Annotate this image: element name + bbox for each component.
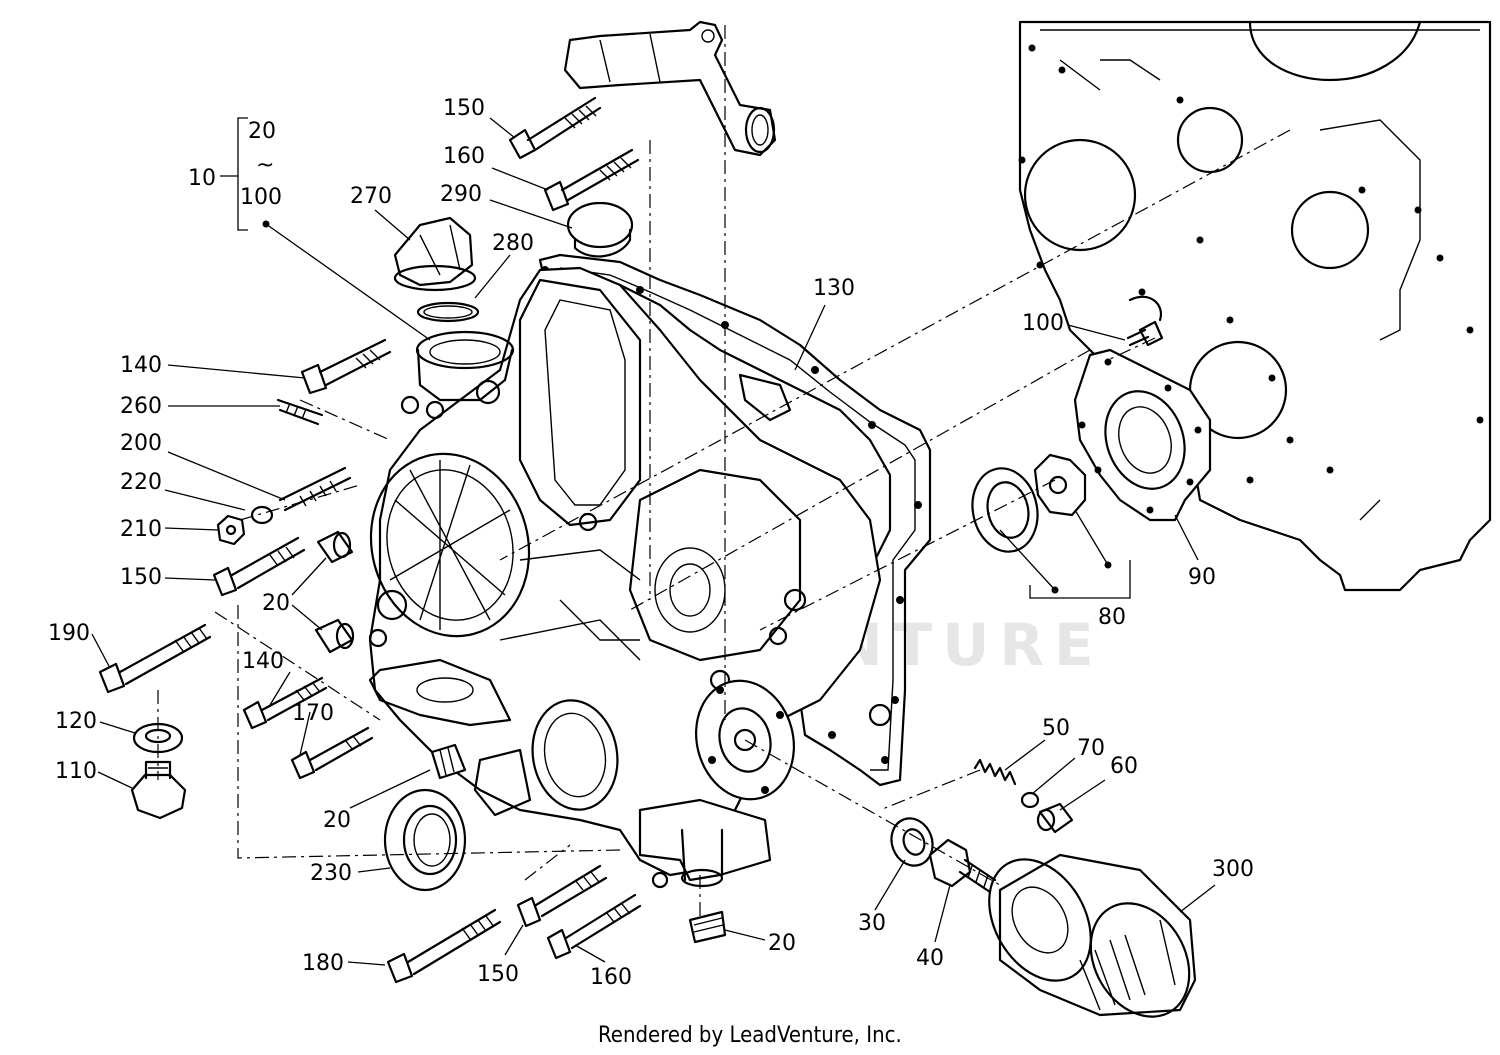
callout-110: 110 <box>55 759 97 784</box>
screw-100 <box>1126 320 1164 347</box>
callout-160-top: 160 <box>443 144 485 169</box>
bolt-160-top <box>543 148 640 212</box>
callout-200: 200 <box>120 431 162 456</box>
callout-20-left: 20 <box>262 591 290 616</box>
bolt-140-lower <box>242 676 328 730</box>
callout-280: 280 <box>492 231 534 256</box>
callout-70: 70 <box>1077 736 1105 761</box>
plug-20-mid <box>430 743 467 780</box>
bolt-150-left <box>212 536 306 597</box>
callout-190: 190 <box>48 621 90 646</box>
bolt-140-left <box>300 338 392 395</box>
oil-filler-cap <box>393 216 477 292</box>
oil-seal-230 <box>383 788 467 892</box>
washer-220 <box>250 505 274 525</box>
engine-back-plate <box>1018 20 1492 592</box>
callout-130: 130 <box>813 276 855 301</box>
oil-pump-cover <box>1073 348 1212 522</box>
bolt-150-top <box>508 96 602 160</box>
callout-100-top: 100 <box>240 185 282 210</box>
plug-20-lower <box>314 618 355 654</box>
bolt-170 <box>290 726 374 780</box>
callout-170: 170 <box>292 701 334 726</box>
callout-270: 270 <box>350 184 392 209</box>
bolt-190 <box>98 623 212 694</box>
vent-panel <box>369 452 531 638</box>
callout-labels: 20 ~ 100 10 150 160 270 290 280 130 100 … <box>48 96 1254 990</box>
stud-200 <box>278 466 352 512</box>
callout-20-mid: 20 <box>323 808 351 833</box>
callout-290: 290 <box>440 182 482 207</box>
bolt-160-bottom <box>546 893 642 960</box>
footer-credit: Rendered by LeadVenture, Inc. <box>598 1023 902 1048</box>
oil-filter-300 <box>988 853 1197 1018</box>
callout-140-lower: 140 <box>242 649 284 674</box>
relief-ball <box>1020 791 1040 809</box>
water-outlet-pipe <box>563 20 777 157</box>
callout-150-bottom: 150 <box>477 962 519 987</box>
o-ring <box>416 301 480 323</box>
callout-150-top: 150 <box>443 96 485 121</box>
oil-pump-outer-rotor <box>971 467 1039 553</box>
callout-300: 300 <box>1212 857 1254 882</box>
plug-cap <box>566 201 634 258</box>
drain-plug-110 <box>130 760 187 820</box>
callout-230: 230 <box>310 861 352 886</box>
plug-20-upper <box>316 530 354 564</box>
relief-spring <box>973 758 1017 786</box>
callout-100-right: 100 <box>1022 311 1064 336</box>
stud-260 <box>276 398 324 426</box>
callout-180: 180 <box>302 951 344 976</box>
callout-20-bottom: 20 <box>768 931 796 956</box>
callout-150-left: 150 <box>120 565 162 590</box>
callout-10: 10 <box>188 166 216 191</box>
assembly-lines <box>157 25 1291 920</box>
plug-20-bottom <box>688 910 727 944</box>
leader-lines <box>91 117 1216 966</box>
callout-90: 90 <box>1188 565 1216 590</box>
callout-160-bottom: 160 <box>590 965 632 990</box>
callout-range-tilde: ~ <box>256 153 274 178</box>
callout-50: 50 <box>1042 716 1070 741</box>
relief-plug <box>1036 802 1074 834</box>
callout-210: 210 <box>120 517 162 542</box>
washer-30 <box>890 817 934 867</box>
callout-30: 30 <box>858 911 886 936</box>
callout-80: 80 <box>1098 605 1126 630</box>
callout-120: 120 <box>55 709 97 734</box>
bolt-180 <box>386 908 502 984</box>
callout-60: 60 <box>1110 754 1138 779</box>
callout-140-upper: 140 <box>120 353 162 378</box>
oil-pump-inner-rotor <box>1033 453 1087 517</box>
callout-20-top: 20 <box>248 119 276 144</box>
bolt-150-bottom <box>516 864 608 928</box>
callout-220: 220 <box>120 470 162 495</box>
fitting-40 <box>928 838 997 894</box>
callout-40: 40 <box>916 946 944 971</box>
nut-210 <box>216 514 246 546</box>
callout-260: 260 <box>120 394 162 419</box>
